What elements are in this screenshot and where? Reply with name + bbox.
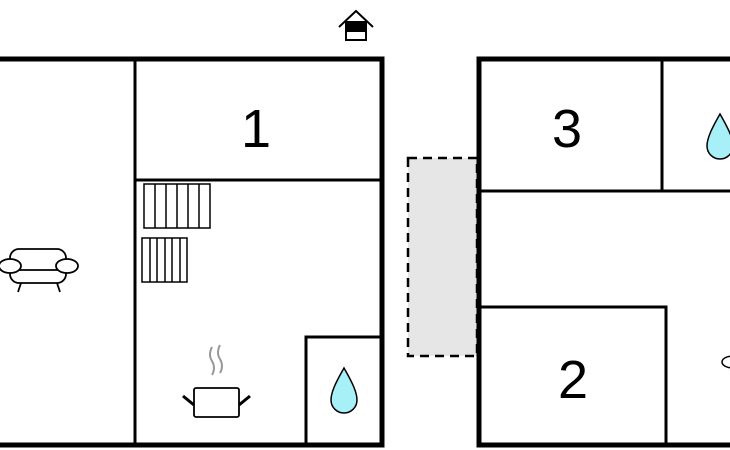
sofa-icon xyxy=(721,355,730,369)
water-drop-icon xyxy=(706,112,730,160)
room-3-label: 3 xyxy=(552,99,582,159)
cooking-pot-icon xyxy=(182,344,251,418)
room-1-label: 1 xyxy=(241,99,271,159)
terrace-area xyxy=(406,156,479,358)
right-building xyxy=(476,56,730,448)
sofa-icon xyxy=(0,248,79,293)
house-icon xyxy=(338,9,374,41)
left-building xyxy=(0,56,385,448)
stairs-icon xyxy=(141,183,211,283)
water-drop-icon xyxy=(330,366,358,414)
room-2-label: 2 xyxy=(558,350,588,410)
